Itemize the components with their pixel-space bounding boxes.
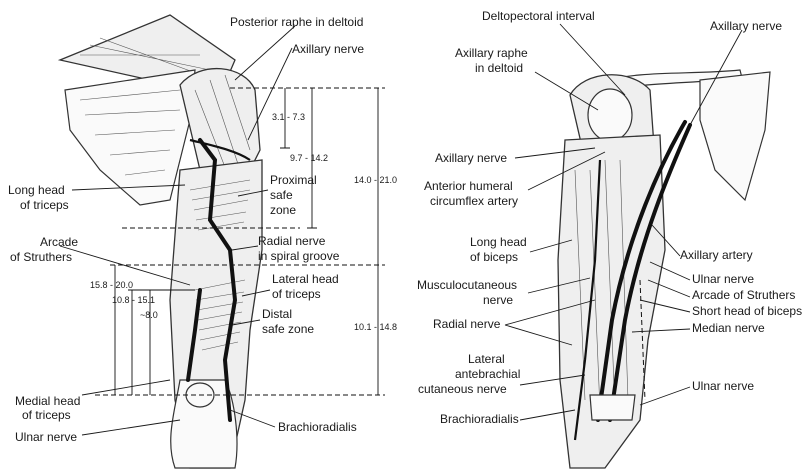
- label-brachioradialis-left: Brachioradialis: [278, 420, 357, 434]
- label-axillary-nerve-right: Axillary nerve: [435, 151, 507, 165]
- label-arcade-struthers-left-1: Arcade: [40, 235, 78, 249]
- label-arcade-struthers-left-2: of Struthers: [10, 250, 72, 264]
- humeral-head-anterior: [588, 89, 632, 141]
- label-long-head-triceps-1: Long head: [8, 183, 65, 197]
- label-axillary-artery: Axillary artery: [680, 248, 753, 262]
- measure-3-1-7-3: 3.1 - 7.3: [272, 112, 305, 122]
- label-lateral-head-2: of triceps: [272, 287, 321, 301]
- label-long-head-biceps-1: Long head: [470, 235, 527, 249]
- measure-10-8-15-1: 10.8 - 15.1: [112, 295, 155, 305]
- label-lateral-antebrachial-3: cutaneous nerve: [418, 382, 507, 396]
- label-ulnar-nerve-left: Ulnar nerve: [15, 430, 77, 444]
- label-long-head-biceps-2: of biceps: [470, 250, 518, 264]
- elbow-joint: [590, 395, 635, 420]
- label-brachioradialis-right: Brachioradialis: [440, 412, 519, 426]
- label-lateral-antebrachial-2: antebrachial: [455, 367, 520, 381]
- label-ulnar-nerve-right: Ulnar nerve: [692, 272, 754, 286]
- label-lateral-antebrachial-1: Lateral: [468, 352, 505, 366]
- label-lateral-head-1: Lateral head: [272, 272, 339, 286]
- measure-9-7-14-2: 9.7 - 14.2: [290, 153, 328, 163]
- label-arcade-struthers-right: Arcade of Struthers: [692, 288, 795, 302]
- label-distal-2: safe zone: [262, 322, 314, 336]
- label-short-head-biceps: Short head of biceps: [692, 304, 802, 318]
- label-radial-nerve-right: Radial nerve: [433, 317, 501, 331]
- label-axillary-nerve-left: Axillary nerve: [292, 42, 364, 56]
- measure-14-0-21-0: 14.0 - 21.0: [354, 175, 397, 185]
- label-medial-head-1: Medial head: [15, 394, 80, 408]
- measure-8-0: ~8.0: [140, 310, 158, 320]
- label-axillary-nerve-top: Axillary nerve: [710, 19, 782, 33]
- label-medial-head-2: of triceps: [22, 408, 71, 422]
- label-deltopectoral-interval: Deltopectoral interval: [482, 9, 595, 23]
- measure-15-8-20-0: 15.8 - 20.0: [90, 280, 133, 290]
- label-long-head-triceps-2: of triceps: [20, 198, 69, 212]
- label-posterior-raphe: Posterior raphe in deltoid: [230, 15, 363, 29]
- label-musculocutaneous-2: nerve: [483, 293, 513, 307]
- measure-10-1-14-8: 10.1 - 14.8: [354, 322, 397, 332]
- label-proximal-3: zone: [270, 203, 296, 217]
- label-radial-nerve-left-1: Radial nerve: [258, 234, 326, 248]
- label-ant-humeral-circ-2: circumflex artery: [430, 194, 518, 208]
- label-axillary-raphe-1: Axillary raphe: [455, 46, 528, 60]
- label-ulnar-nerve-low: Ulnar nerve: [692, 379, 754, 393]
- label-proximal-1: Proximal: [270, 173, 317, 187]
- label-proximal-2: safe: [270, 188, 293, 202]
- label-axillary-raphe-2: in deltoid: [475, 61, 523, 75]
- label-distal-1: Distal: [262, 307, 292, 321]
- scapula-anterior: [700, 72, 770, 200]
- posterior-arm-illustration: [60, 15, 262, 468]
- label-ant-humeral-circ-1: Anterior humeral: [424, 179, 513, 193]
- label-radial-nerve-left-2: in spiral groove: [258, 249, 340, 263]
- anterior-arm-illustration: [558, 70, 770, 468]
- label-musculocutaneous-1: Musculocutaneous: [417, 278, 517, 292]
- label-median-nerve: Median nerve: [692, 321, 765, 335]
